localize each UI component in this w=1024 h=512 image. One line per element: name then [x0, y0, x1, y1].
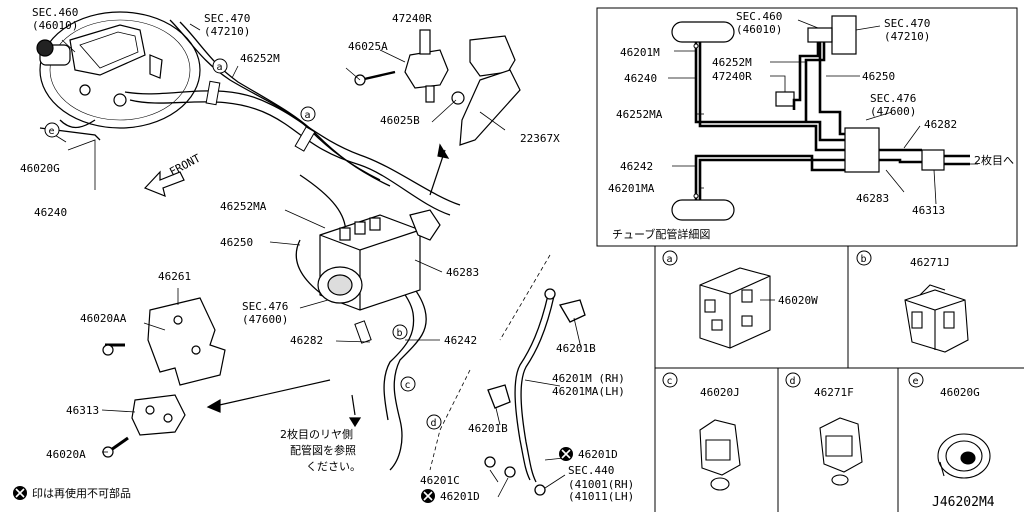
label-46201D-right: 46201D	[578, 448, 618, 461]
label-46201C: 46201C	[420, 474, 460, 487]
label-46020AA: 46020AA	[80, 312, 127, 325]
leader-lines	[49, 23, 582, 498]
label-sec440: SEC.440	[568, 464, 614, 477]
panel-e-letter: e	[913, 376, 919, 387]
label-46201B-2: 46201B	[468, 422, 508, 435]
callout-b-main: b	[397, 328, 403, 339]
label-46025A: 46025A	[348, 40, 388, 53]
panel-e-letter-circle	[908, 372, 924, 388]
panel-c-letter-circle	[662, 372, 678, 388]
label-sec440-lh: (41011(LH)	[568, 490, 634, 503]
label-46025B: 46025B	[380, 114, 420, 127]
label-sec460: SEC.460	[32, 6, 78, 19]
master-cylinder-booster	[36, 11, 201, 129]
detail-46201MA: 46201MA	[608, 182, 655, 195]
callout-a-main-1: a	[217, 62, 223, 73]
label-sec470: SEC.470	[204, 12, 250, 25]
detail-46240: 46240	[624, 72, 657, 85]
callout-e-main: e	[49, 126, 55, 137]
panel-d-letter-circle	[785, 372, 801, 388]
label-sec440-rh: (41001(RH)	[568, 478, 634, 491]
label-46242: 46242	[444, 334, 477, 347]
label-47240R: 47240R	[392, 12, 432, 25]
detail-sec476: SEC.476	[870, 92, 916, 105]
callout-a-main-2: a	[305, 110, 311, 121]
reference-arrows	[206, 143, 450, 428]
tube-bracket-46261	[102, 297, 226, 386]
clip-46020W-drawing	[699, 267, 775, 349]
label-46020A: 46020A	[46, 448, 86, 461]
grommet-46020G-drawing	[937, 433, 991, 479]
label-46201D-bottom: 46201D	[440, 490, 480, 503]
rear-brake-hose	[484, 288, 586, 496]
detail-46250: 46250	[862, 70, 895, 83]
callout-c-main: c	[405, 380, 411, 391]
label-46252MA: 46252MA	[220, 200, 267, 213]
label-46020G-left: 46020G	[20, 162, 60, 175]
note-rear-line-2: 配管図を参照	[290, 443, 356, 457]
clip-46271J-drawing	[904, 284, 969, 353]
detail-46313: 46313	[912, 204, 945, 217]
panel-b-letter-circle	[856, 250, 872, 266]
note-rear-line-3: ください。	[306, 460, 361, 473]
detail-sec460-sub: (46010)	[736, 23, 782, 36]
detail-47240R: 47240R	[712, 70, 752, 83]
label-46250: 46250	[220, 236, 253, 249]
detail-sec460: SEC.460	[736, 10, 782, 23]
label-sec476-sub: (47600)	[242, 313, 288, 326]
panel-a-part-number: 46020W	[778, 294, 818, 307]
label-46283: 46283	[446, 266, 479, 279]
label-46282: 46282	[290, 334, 323, 347]
label-46313: 46313	[66, 404, 99, 417]
label-22367X: 22367X	[520, 132, 560, 145]
panel-c-letter: c	[667, 376, 673, 387]
panel-b-letter: b	[861, 254, 867, 265]
label-sec460-sub: (46010)	[32, 19, 78, 32]
note-rear-line-1: 2枚目のリヤ側	[280, 427, 353, 441]
label-46240-left: 46240	[34, 206, 67, 219]
tube-clamps	[205, 80, 372, 344]
junction-connector-46313	[102, 394, 186, 458]
panel-a-letter: a	[667, 254, 673, 265]
detail-caption: チューブ配管詳細図	[612, 227, 710, 241]
detail-46242: 46242	[620, 160, 653, 173]
callout-circles-main	[44, 58, 442, 430]
detail-sec470-sub: (47210)	[884, 30, 930, 43]
detail-jp-second: 2枚目へ	[974, 153, 1014, 167]
callout-d-main: d	[431, 418, 437, 429]
clip-46271F-drawing	[819, 417, 863, 486]
label-sec476: SEC.476	[242, 300, 288, 313]
diagram-id: J46202M4	[932, 495, 995, 510]
detail-sec476-sub: (47600)	[870, 105, 916, 118]
detail-46201M: 46201M	[620, 46, 660, 59]
abs-actuator	[317, 209, 441, 311]
panel-c-part-number: 46020J	[700, 386, 740, 399]
label-46201MA-lh: 46201MA(LH)	[552, 385, 625, 398]
label-sec470-sub: (47210)	[204, 25, 250, 38]
rear-area-outline	[429, 254, 551, 471]
label-46252M: 46252M	[240, 52, 280, 65]
panel-d-letter: d	[790, 376, 796, 387]
non-reusable-mark-icon	[13, 447, 573, 503]
label-front: FRONT	[167, 151, 203, 178]
panel-b-part-number: 46271J	[910, 256, 950, 269]
detail-46283: 46283	[856, 192, 889, 205]
clip-46020J-drawing	[699, 419, 741, 491]
detail-46282: 46282	[924, 118, 957, 131]
pressure-sensor-assembly	[354, 29, 521, 146]
front-direction-arrow	[143, 170, 185, 197]
label-46261: 46261	[158, 270, 191, 283]
detail-46252M: 46252M	[712, 56, 752, 69]
label-46201M-rh: 46201M (RH)	[552, 372, 625, 385]
panel-e-part-number: 46020G	[940, 386, 980, 399]
panel-a-letter-circle	[662, 250, 678, 266]
detail-46252MA: 46252MA	[616, 108, 663, 121]
panel-frames	[596, 7, 1024, 512]
panel-d-part-number: 46271F	[814, 386, 854, 399]
legend-non-reusable-note: 印は再使用不可部品	[32, 486, 131, 500]
detail-sec470: SEC.470	[884, 17, 930, 30]
label-46201B-1: 46201B	[556, 342, 596, 355]
piping-detail-diagram	[668, 15, 978, 221]
